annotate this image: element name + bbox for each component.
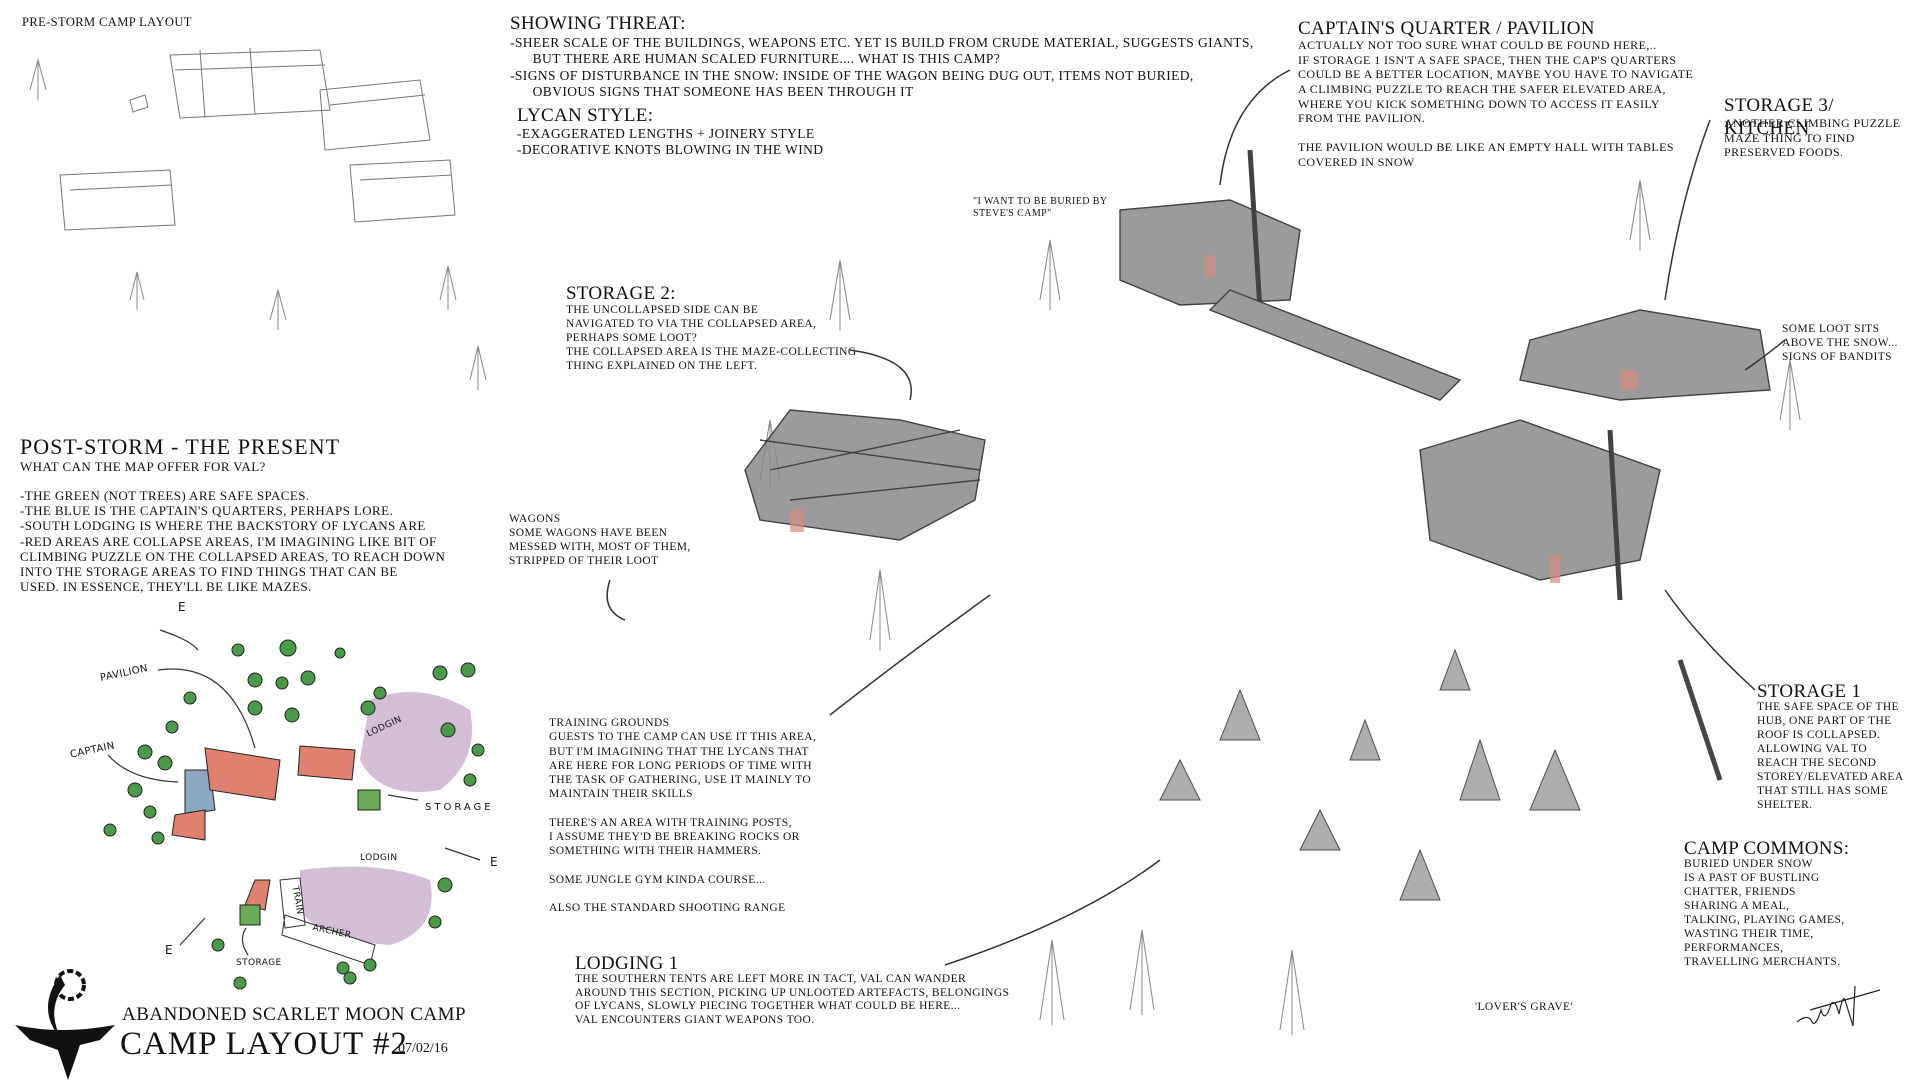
date-label: 07/02/16	[398, 1041, 448, 1056]
lodging-area-south	[300, 866, 432, 945]
quote-steves-camp: "I want to be buried by Steve's camp"	[973, 196, 1108, 220]
showing-threat-heading: Showing threat:	[510, 13, 686, 34]
lodging1-heading: Lodging 1	[575, 953, 679, 974]
map-label-entrance-south: E	[165, 943, 173, 957]
storage2-body: The uncollapsed side can be navigated to…	[566, 304, 857, 373]
lodging-area-north	[360, 692, 472, 792]
project-subtitle: Abandoned Scarlet Moon Camp	[122, 1004, 467, 1025]
pre-storm-sketch	[59, 47, 456, 231]
storage2-ruin	[744, 409, 986, 541]
storage1-ruin	[1419, 419, 1723, 781]
showing-threat-body: -Sheer scale of the buildings, weapons e…	[510, 35, 1254, 100]
page-title: Camp Layout #2	[120, 1026, 408, 1062]
scarlet-moon-logo	[15, 969, 115, 1080]
storage3-heading: Storage 3/ Kitchen	[1724, 95, 1834, 140]
lodging1-body: The southern tents are left more in tact…	[575, 973, 1010, 1026]
loot-note: Some loot sits above the snow... signs o…	[1782, 323, 1898, 364]
storage2-heading: Storage 2:	[566, 283, 676, 304]
post-storm-heading: Post-storm - The present	[20, 434, 341, 459]
arrows	[606, 69, 1786, 966]
lycan-style-heading: Lycan style:	[517, 105, 654, 126]
signature	[1796, 985, 1881, 1027]
captains-quarter-body: Actually not too sure what could be foun…	[1298, 38, 1694, 169]
pavilion-ruin	[1119, 149, 1462, 401]
map-label-lodging-south: Lodgin	[360, 853, 398, 863]
wagons-heading: Wagons	[509, 513, 561, 525]
pavilion-collapse	[204, 747, 281, 801]
map-label-storage-south: Storage	[236, 958, 282, 968]
collapse-marks	[790, 255, 1638, 583]
camp-commons-body: Buried under snow is a past of bustling …	[1684, 858, 1845, 969]
storage1-heading: Storage 1	[1757, 681, 1862, 702]
captains-quarter-heading: Captain's quarter / Pavilion	[1298, 18, 1595, 39]
trees	[29, 58, 1801, 1035]
tents	[1159, 648, 1581, 901]
map-label-entrance-north: E	[178, 600, 186, 614]
map-label-entrance-east: E	[490, 855, 498, 869]
map-label-storage-north: Storage	[425, 802, 494, 813]
wagons-body: Some wagons have been messed with, most …	[509, 527, 691, 568]
storage3-body: Another climbing puzzle maze thing to fi…	[1724, 116, 1901, 160]
pre-storm-label: Pre-storm camp layout	[22, 15, 192, 29]
post-storm-subheading: What can the map offer for Val?	[20, 459, 266, 474]
camp-commons-heading: Camp commons:	[1684, 838, 1850, 859]
storage3-ruin	[1519, 309, 1771, 401]
lovers-grave-label: 'Lover's grave'	[1475, 1001, 1573, 1013]
mini-map	[103, 629, 485, 990]
storage1-body: The safe space of the hub, one part of t…	[1757, 701, 1904, 812]
lycan-style-body: -Exaggerated lengths + joinery style -De…	[517, 126, 824, 158]
post-storm-body: -The green (not trees) are safe spaces. …	[20, 488, 446, 595]
training-grounds-note: Training grounds Guests to the camp can …	[549, 717, 817, 915]
captain-area	[184, 769, 216, 816]
